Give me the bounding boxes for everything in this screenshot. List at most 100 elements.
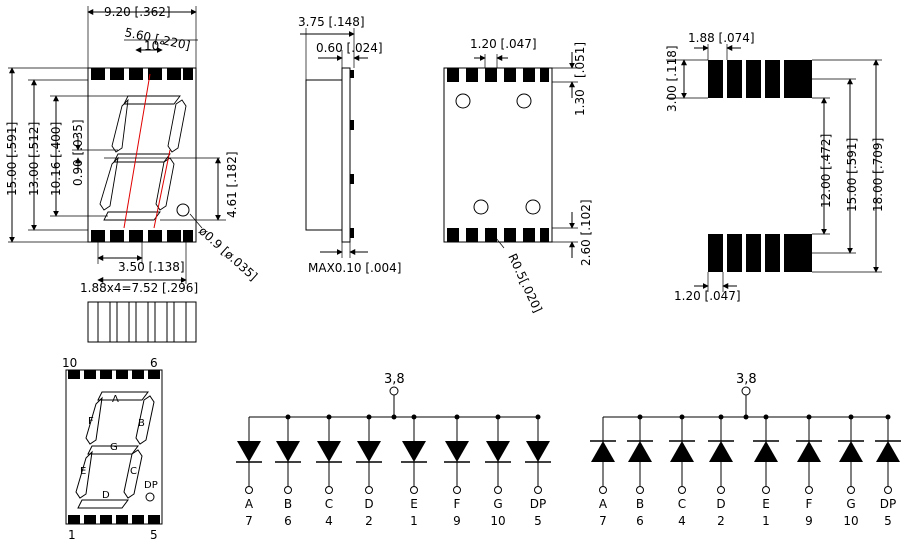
side-view-labels: 3.75 [.148] 0.60 [.024] MAX0.10 [.004] — [298, 15, 401, 275]
segment-g-label: G — [110, 442, 118, 453]
cc-seg-label: E — [762, 497, 770, 511]
ca-common-label: 3,8 — [384, 372, 405, 387]
ca-diode-e — [402, 441, 426, 462]
ca-seg-label: E — [410, 497, 418, 511]
pin-top-left: 10 — [62, 356, 77, 370]
ca-diode-c — [317, 441, 341, 462]
cc-pin-terminal — [884, 486, 892, 494]
ca-pin-terminal — [453, 486, 461, 494]
segment-e-label: E — [80, 466, 86, 477]
dim-pad-pitch: 1.88 [.074] — [688, 31, 755, 45]
ca-common-junction — [391, 414, 397, 420]
cc-pin-terminal — [636, 486, 644, 494]
cc-common-terminal — [741, 386, 751, 396]
cc-pin-label: 2 — [717, 514, 725, 528]
ca-pin-label: 2 — [365, 514, 373, 528]
ca-pin-label: 5 — [534, 514, 542, 528]
ca-pin-label: 10 — [490, 514, 505, 528]
cc-seg-label: A — [599, 497, 608, 511]
dim-body-height: 13.00 [.512] — [27, 122, 41, 196]
bottom-profile-view — [87, 301, 197, 343]
ca-pin-terminal — [494, 486, 502, 494]
dim-half-width: 3.50 [.138] — [118, 260, 185, 274]
dim-center: 15.00 [.591] — [845, 138, 859, 212]
cc-common-junction — [743, 414, 749, 420]
ca-seg-label: G — [493, 497, 502, 511]
cc-diode-e — [754, 441, 778, 462]
cc-common-label: 3,8 — [736, 372, 757, 387]
dim-pad-width-fp: 1.20 [.047] — [674, 289, 741, 303]
pin-bottom-left: 1 — [68, 528, 76, 542]
cc-pin-label: 1 — [762, 514, 770, 528]
cc-seg-label: C — [678, 497, 686, 511]
ca-pin-label: 9 — [453, 514, 461, 528]
cc-pin-terminal — [599, 486, 607, 494]
cc-diode-f — [797, 441, 821, 462]
ca-pin-label: 4 — [325, 514, 333, 528]
cc-pin-terminal — [805, 486, 813, 494]
ca-diode-f — [445, 441, 469, 462]
ca-pin-terminal — [534, 486, 542, 494]
dim-pad-top-mm: 1.30 — [573, 89, 587, 116]
ca-pin-label: 6 — [284, 514, 292, 528]
ca-seg-label: B — [284, 497, 292, 511]
cc-seg-label: DP — [880, 497, 896, 511]
side-view — [300, 28, 368, 258]
dim-segment-width: 0.90 [.035] — [71, 119, 85, 186]
dim-inner-gap: 12.00 [.472] — [819, 134, 833, 208]
segment-b-label: B — [138, 418, 145, 429]
dim-pad-len: 3.00 [.118] — [665, 45, 679, 112]
front-slant-line — [123, 73, 151, 229]
dim-outer: 18.00 [.709] — [871, 138, 885, 212]
back-view — [443, 52, 578, 258]
front-view-labels: 9.20 [.362] 5.60 [.220] 10° 15.00 [.591]… — [5, 5, 260, 295]
dim-total-height: 15.00 [.591] — [5, 122, 19, 196]
cc-diode-d — [709, 441, 733, 462]
footprint-view — [666, 44, 882, 292]
segment-a-label: A — [112, 394, 119, 405]
pin-bottom-right: 5 — [150, 528, 158, 542]
ca-diode-dp — [526, 441, 550, 462]
cc-seg-label: B — [636, 497, 644, 511]
ca-pin-terminal — [365, 486, 373, 494]
front-slant-line-2 — [153, 149, 171, 229]
pin-top-right: 6 — [150, 356, 158, 370]
cc-pin-terminal — [762, 486, 770, 494]
ca-seg-label: C — [325, 497, 333, 511]
ca-diode-b — [276, 441, 300, 462]
segment-dp-label: DP — [144, 480, 158, 491]
cc-pin-terminal — [678, 486, 686, 494]
cc-diode-g — [839, 441, 863, 462]
cc-seg-label: D — [716, 497, 725, 511]
dim-depth: 3.75 [.148] — [298, 15, 365, 29]
cc-pin-label: 4 — [678, 514, 686, 528]
dim-digit-height: 10.16 [.400] — [49, 122, 63, 196]
cc-diode-dp — [876, 441, 900, 462]
cc-pin-label: 6 — [636, 514, 644, 528]
cc-seg-label: G — [846, 497, 855, 511]
front-top-pins — [91, 68, 193, 80]
dim-dp-diameter: ø0.9 [ø.035] — [196, 224, 260, 284]
front-dp-circle — [176, 203, 190, 217]
dim-radius: R0.5[.020] — [505, 251, 545, 314]
cc-diode-b — [628, 441, 652, 462]
ca-common-terminal — [389, 386, 399, 396]
ca-pin-terminal — [284, 486, 292, 494]
ca-seg-label: DP — [530, 497, 546, 511]
front-digit-segments — [99, 95, 187, 221]
cc-diode-a — [591, 441, 615, 462]
ca-pin-terminal — [245, 486, 253, 494]
segment-c-label: C — [130, 466, 137, 477]
dim-slant-angle: 10° — [144, 39, 165, 53]
ca-pin-terminal — [325, 486, 333, 494]
ca-diode-d — [357, 441, 381, 462]
dim-half-height: 4.61 [.182] — [225, 151, 239, 218]
pin-diagram — [65, 369, 163, 525]
front-bottom-pins — [91, 230, 193, 242]
footprint-labels: 1.88 [.074] 3.00 [.118] 12.00 [.472] 15.… — [665, 31, 885, 303]
cc-pin-label: 5 — [884, 514, 892, 528]
cc-pin-terminal — [847, 486, 855, 494]
cc-pin-terminal — [717, 486, 725, 494]
ca-pin-terminal — [410, 486, 418, 494]
